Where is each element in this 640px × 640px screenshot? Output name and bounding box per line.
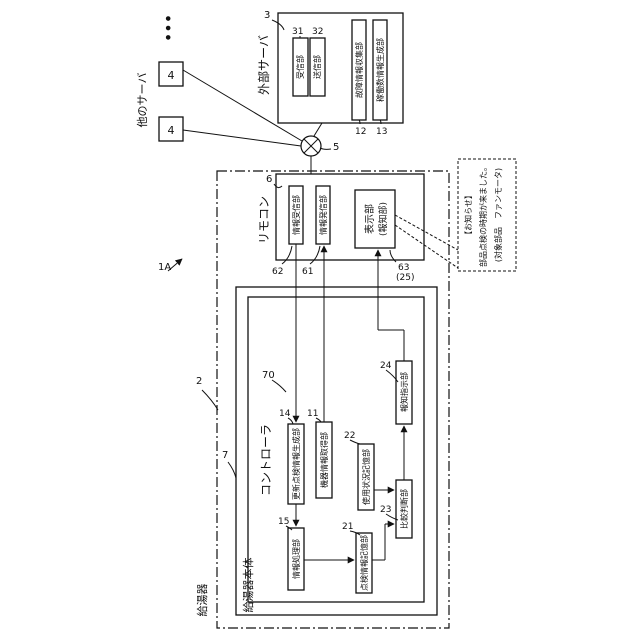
info-receiving-text: 情報受信部 <box>291 195 301 235</box>
link-node-to-other-server-lower <box>183 130 301 146</box>
display-subtext: (報知部) <box>377 202 389 236</box>
ref-63: 63 <box>398 263 409 273</box>
notice-line3: (対象部品 ファンモータ) <box>493 168 503 262</box>
comparison-judgment-text: 比較判断部 <box>399 489 409 529</box>
ref-31: 31 <box>292 27 303 37</box>
ref-5: 5 <box>333 142 339 153</box>
ref-24: 24 <box>380 361 392 371</box>
notification-instruction-text: 報知指示部 <box>399 372 409 412</box>
info-processing-text: 情報処理部 <box>291 539 301 579</box>
ref-13: 13 <box>376 127 387 137</box>
ref-6: 6 <box>266 174 272 185</box>
ref-25: (25) <box>396 273 414 283</box>
update-inspection-info-text: 更新点検情報生成部 <box>291 428 301 500</box>
ref-15: 15 <box>278 517 289 527</box>
ref-62: 62 <box>272 267 283 277</box>
ref-1A: 1A <box>158 262 171 273</box>
notice-line2: 部品点検の時期が来ました。 <box>478 163 488 267</box>
remote-label: リモコン <box>257 196 271 244</box>
external-server-label: 外部サーバ <box>256 35 271 95</box>
controller-frame <box>248 297 424 602</box>
statistics-collection-text: 故障情報収集部 <box>354 42 364 98</box>
notice-line1: 【お知らせ】 <box>463 191 473 239</box>
controller-label: コントローラ <box>259 424 273 496</box>
transmitter-text: 送信部 <box>312 55 322 79</box>
ref-32: 32 <box>312 27 323 37</box>
ref-21: 21 <box>342 522 353 532</box>
ref-12: 12 <box>355 127 366 137</box>
usage-storage-text: 使用状況記憶部 <box>361 449 371 505</box>
ref-70: 70 <box>262 370 275 381</box>
quantity-generation-text: 稼働数情報生成部 <box>375 38 385 102</box>
ref-61: 61 <box>302 267 313 277</box>
ref-23: 23 <box>380 505 391 515</box>
other-server-box-upper-ref: 4 <box>168 69 175 82</box>
boiler-label: 給湯器 <box>195 584 209 617</box>
ref-2: 2 <box>196 376 202 387</box>
device-info-acquisition-text: 機器情報取得部 <box>319 432 329 488</box>
other-server-box-lower-ref: 4 <box>168 124 175 137</box>
ref-22: 22 <box>344 431 355 441</box>
ref-3: 3 <box>264 10 270 21</box>
info-sending-text: 情報発信部 <box>318 195 328 235</box>
ellipsis-dots: ••• <box>159 14 178 42</box>
other-server-label: 他のサーバ <box>136 73 149 128</box>
ref-14: 14 <box>279 409 291 419</box>
ref-11: 11 <box>307 409 318 419</box>
display-text: 表示部 <box>363 204 376 234</box>
body-label: 給湯器本体 <box>241 558 255 613</box>
link-node-to-server <box>314 123 322 136</box>
ref-7: 7 <box>222 450 228 461</box>
inspection-info-storage-text: 点検情報記憶部 <box>359 535 369 591</box>
receiver-text: 受信部 <box>295 55 305 79</box>
